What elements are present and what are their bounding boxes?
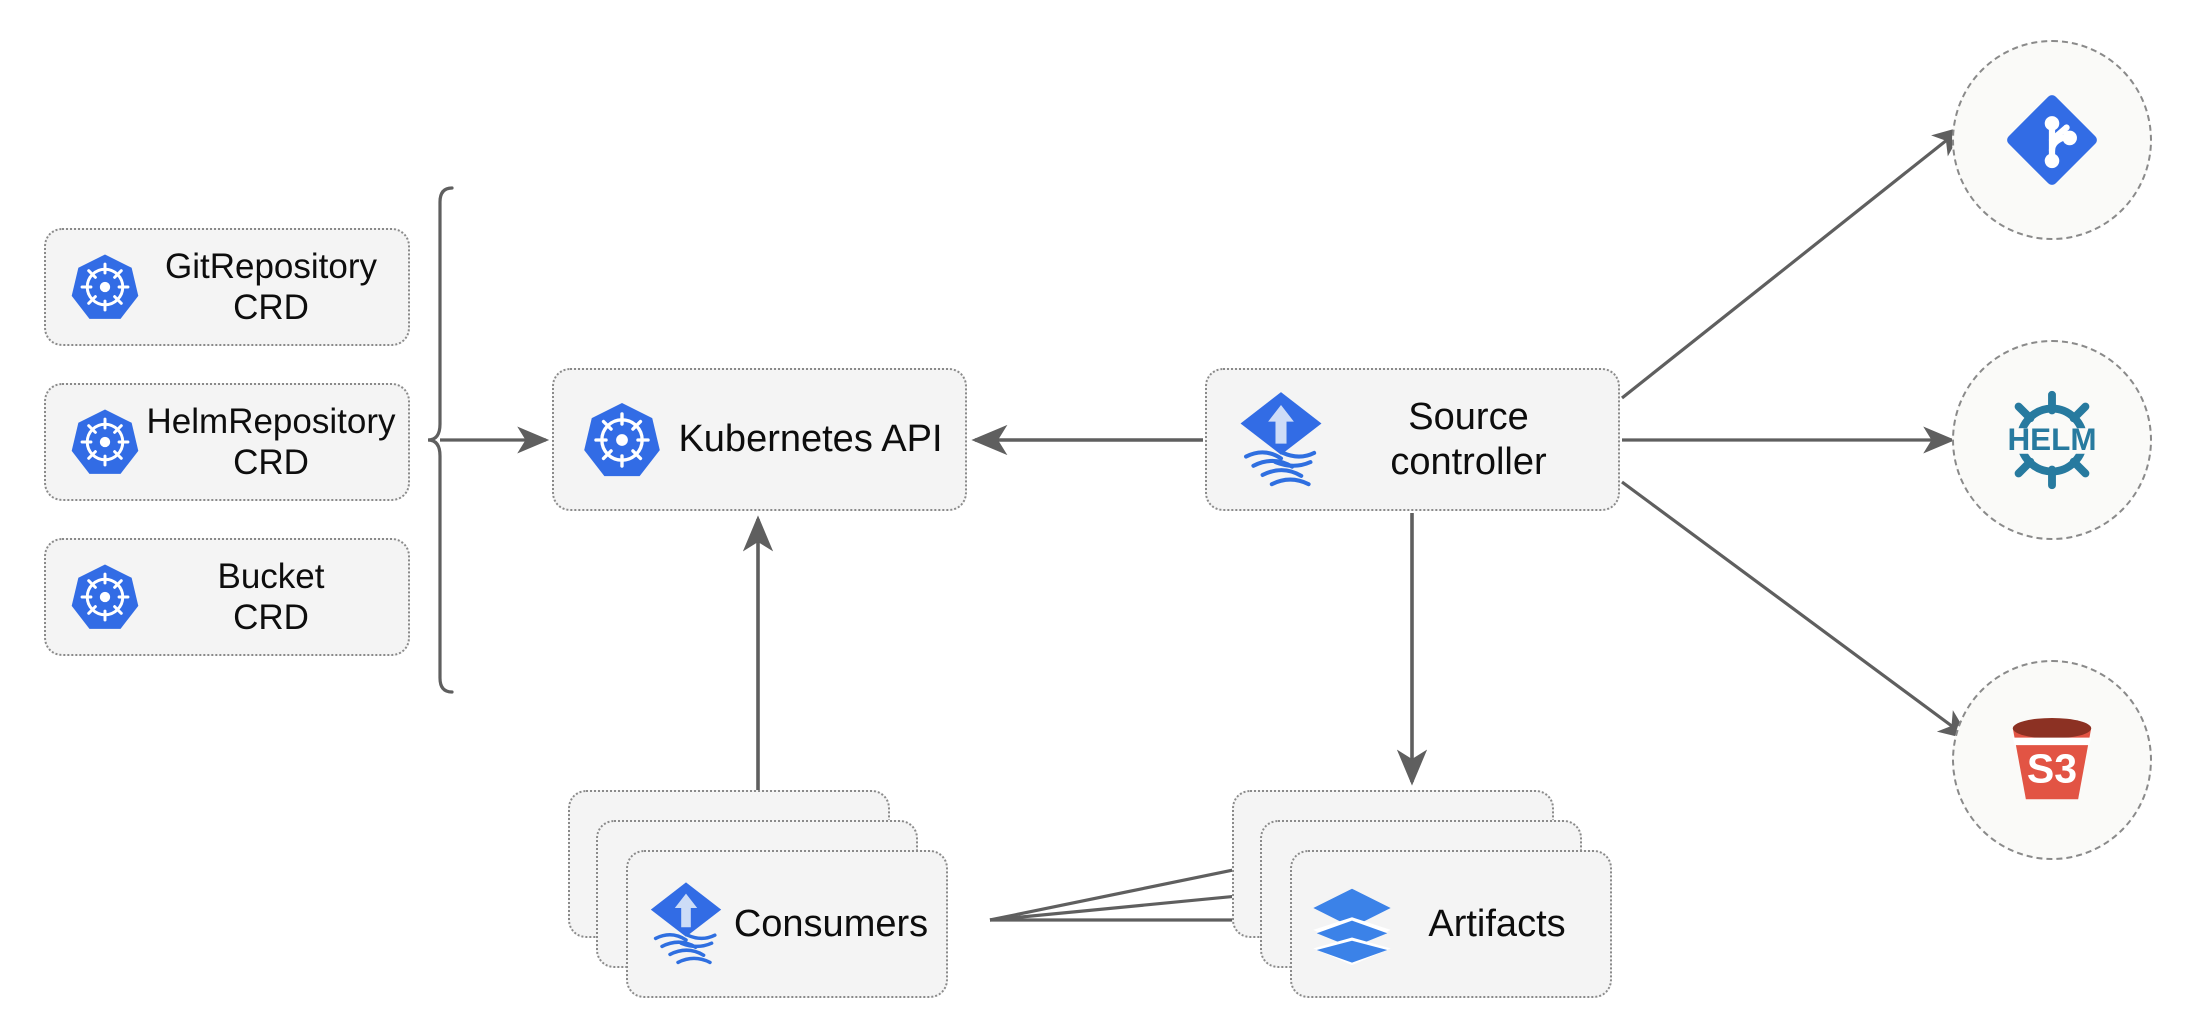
layers-icon (1313, 888, 1391, 966)
crd-label: Bucket CRD (217, 556, 325, 637)
kubernetes-icon (71, 409, 139, 474)
crd-box-gitrepository[interactable]: GitRepository CRD (44, 228, 410, 346)
node-label: Source controller (1390, 395, 1547, 483)
crd-box-helmrepository[interactable]: HelmRepository CRD (44, 383, 410, 501)
node-source-controller[interactable]: Source controller (1205, 368, 1620, 511)
helm-label: HELM (2007, 422, 2096, 457)
crd-label: HelmRepository CRD (146, 401, 396, 482)
source-node-s3[interactable]: S3 (1952, 660, 2152, 860)
node-label: Kubernetes API (678, 418, 943, 461)
node-consumers-stack[interactable]: Consumers (568, 790, 948, 1000)
consumers-card-front[interactable]: Consumers (626, 850, 948, 998)
node-artifacts-stack[interactable]: Artifacts (1232, 790, 1612, 1000)
edge-source-controller-to-s3 (1621, 480, 1971, 740)
node-label: Consumers (733, 902, 929, 945)
crd-label: GitRepository CRD (164, 246, 378, 327)
edge-source-controller-to-git (1621, 126, 1965, 400)
s3-icon: S3 (2012, 718, 2092, 800)
edge-consumers-to-artifacts-1 (989, 854, 1276, 922)
git-icon (2007, 95, 2097, 185)
crd-group-bracket (427, 186, 454, 694)
source-node-helm[interactable]: HELM (1952, 340, 2152, 540)
flux-icon (650, 882, 722, 965)
s3-label: S3 (2027, 745, 2077, 791)
helm-icon: HELM (2006, 390, 2098, 490)
node-label: Artifacts (1428, 902, 1566, 945)
node-kubernetes-api[interactable]: Kubernetes API (552, 368, 967, 511)
kubernetes-icon (71, 564, 139, 629)
source-node-git[interactable] (1952, 40, 2152, 240)
crd-box-bucket[interactable]: Bucket CRD (44, 538, 410, 656)
kubernetes-icon (584, 402, 660, 476)
kubernetes-icon (71, 254, 139, 319)
artifacts-card-front[interactable]: Artifacts (1290, 850, 1612, 998)
flux-icon (1240, 391, 1322, 486)
